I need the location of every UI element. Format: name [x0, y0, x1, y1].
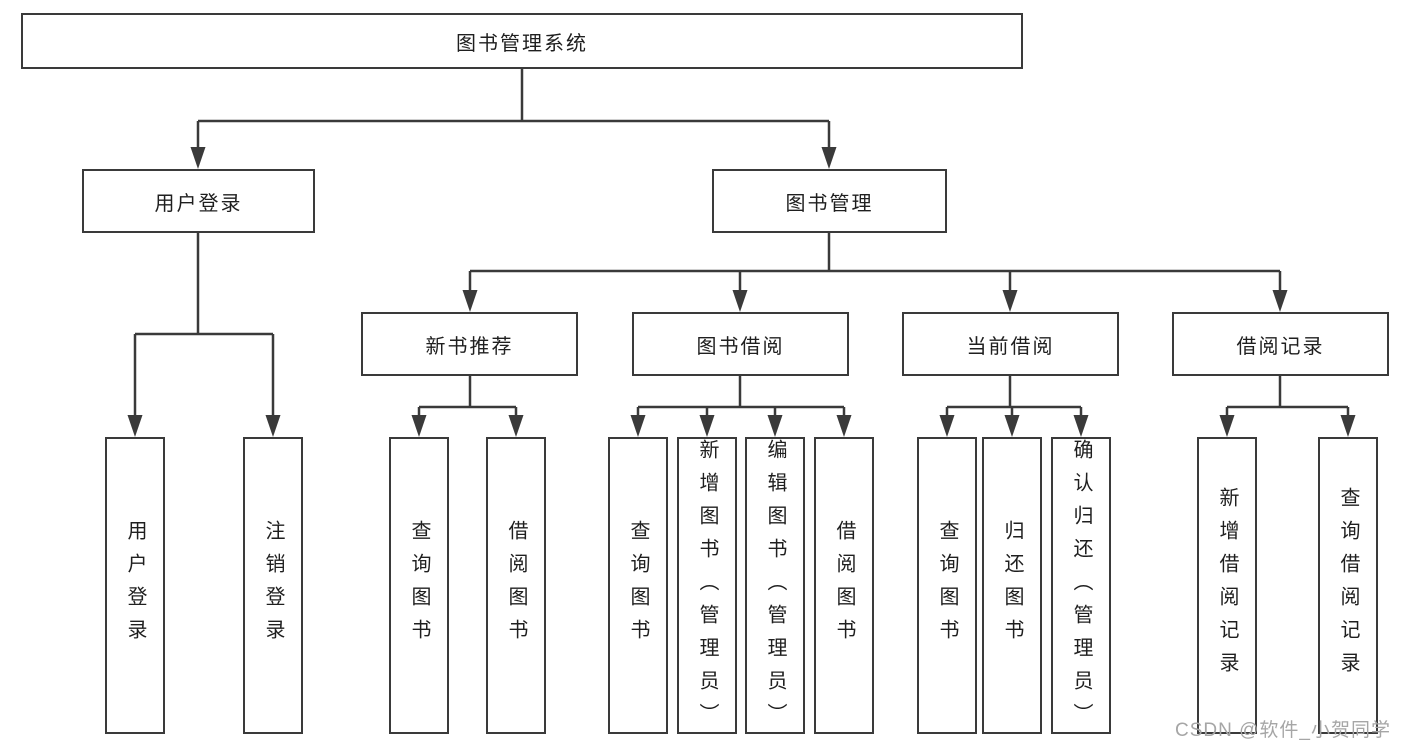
node-label: 用户登录	[124, 519, 146, 652]
leaf-query-books: 查询图书	[917, 437, 977, 734]
leaf-add-borrow-record: 新增借阅记录	[1197, 437, 1257, 734]
leaf-logout-login: 注销登录	[243, 437, 303, 734]
node-label: 新增借阅记录	[1216, 486, 1238, 685]
node-book-borrowing: 图书借阅	[632, 312, 849, 376]
node-label: 查询图书	[936, 519, 958, 652]
node-library-system: 图书管理系统	[21, 13, 1023, 69]
node-user-login: 用户登录	[82, 169, 315, 233]
node-label: 借阅图书	[833, 519, 855, 652]
node-label: 查询图书	[627, 519, 649, 652]
node-label: 借阅图书	[505, 519, 527, 652]
leaf-borrow-books: 借阅图书	[814, 437, 874, 734]
node-label: 新书推荐	[425, 335, 514, 358]
node-label: 查询图书	[408, 519, 430, 652]
leaf-confirm-return-admin: 确认归还（管理员）	[1051, 437, 1111, 736]
node-label: 查询借阅记录	[1337, 486, 1359, 685]
csdn-watermark: CSDN @软件_小贺同学	[1175, 720, 1391, 741]
leaf-user-login: 用户登录	[105, 437, 165, 734]
node-label: 归还图书	[1001, 519, 1023, 652]
node-label: 图书管理	[785, 192, 874, 215]
leaf-query-books: 查询图书	[389, 437, 449, 734]
leaf-query-borrow-record: 查询借阅记录	[1318, 437, 1378, 734]
leaf-borrow-books: 借阅图书	[486, 437, 546, 734]
node-label: 图书借阅	[696, 335, 785, 358]
node-borrowing-records: 借阅记录	[1172, 312, 1389, 376]
node-label: 注销登录	[262, 519, 284, 652]
node-label: 借阅记录	[1236, 335, 1325, 358]
node-label: 当前借阅	[966, 335, 1055, 358]
node-label: 编辑图书（管理员）	[764, 439, 786, 736]
node-current-borrowing: 当前借阅	[902, 312, 1119, 376]
node-new-book-recommend: 新书推荐	[361, 312, 578, 376]
leaf-return-books: 归还图书	[982, 437, 1042, 734]
node-book-management: 图书管理	[712, 169, 947, 233]
node-label: 确认归还（管理员）	[1070, 439, 1092, 736]
node-label: 新增图书（管理员）	[696, 439, 718, 736]
leaf-add-book-admin: 新增图书（管理员）	[677, 437, 737, 736]
leaf-edit-book-admin: 编辑图书（管理员）	[745, 437, 805, 736]
leaf-query-books: 查询图书	[608, 437, 668, 734]
node-label: 用户登录	[154, 192, 243, 215]
node-label: 图书管理系统	[456, 32, 588, 55]
